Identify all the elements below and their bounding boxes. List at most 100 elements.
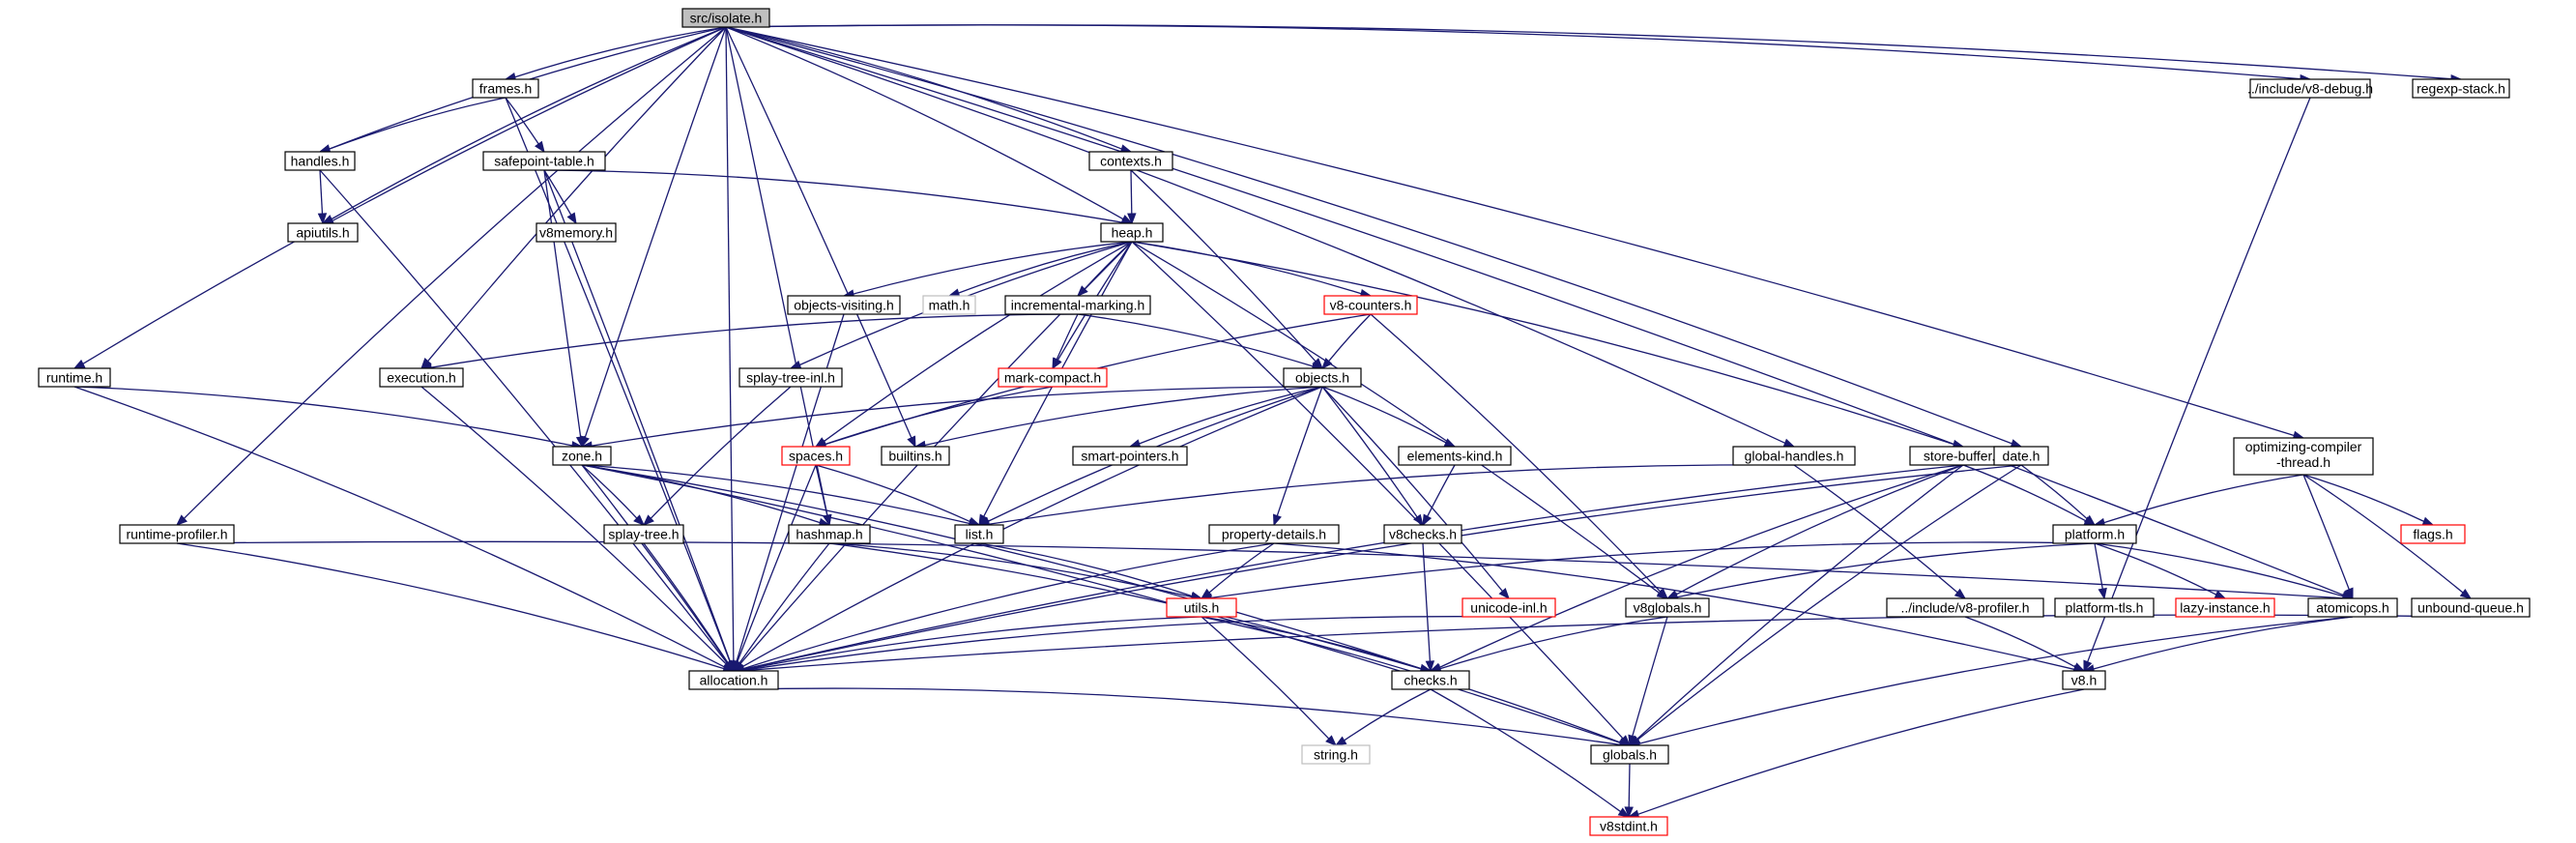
node-v8debug[interactable]: ../include/v8-debug.h (2247, 78, 2373, 99)
edge-line (725, 26, 2012, 445)
node-globals[interactable]: globals.h (1590, 744, 1669, 765)
node-box (2233, 437, 2374, 476)
node-objects[interactable]: objects.h (1283, 367, 1362, 388)
node-markcompact[interactable]: mark-compact.h (998, 367, 1108, 388)
edge-line (828, 542, 1422, 670)
node-contexts[interactable]: contexts.h (1088, 151, 1173, 171)
edge-line (1439, 464, 1964, 668)
node-platform[interactable]: platform.h (2052, 524, 2137, 544)
node-regexpstack[interactable]: regexp-stack.h (2412, 78, 2510, 99)
node-globalhandles[interactable]: global-handles.h (1732, 446, 1856, 466)
node-box (552, 446, 612, 466)
node-v8h[interactable]: v8.h (2062, 670, 2106, 690)
node-smartpointers[interactable]: smart-pointers.h (1072, 446, 1188, 466)
node-v8counters[interactable]: v8-counters.h (1323, 295, 1418, 315)
node-v8profiler[interactable]: ../include/v8-profiler.h (1886, 597, 2044, 618)
node-unboundqueue[interactable]: unbound-queue.h (2411, 597, 2531, 618)
node-splaytree[interactable]: splay-tree.h (603, 524, 684, 544)
node-v8stdint[interactable]: v8stdint.h (1589, 816, 1668, 836)
edge-platform-to-platformtls (2094, 542, 2107, 600)
edge-line (725, 26, 2295, 437)
node-handles[interactable]: handles.h (284, 151, 356, 171)
node-label: objects-visiting.h (794, 298, 894, 313)
arrowhead (2421, 516, 2435, 526)
node-objectsvisiting[interactable]: objects-visiting.h (787, 295, 901, 315)
node-string[interactable]: string.h (1301, 744, 1371, 765)
edge-objectsvisiting-to-allocation (732, 313, 845, 673)
node-box (954, 524, 1004, 544)
edge-optcompiler-to-atomicops (2302, 474, 2354, 600)
arrowhead (575, 435, 586, 449)
node-label: globals.h (1603, 747, 1657, 763)
node-v8checks[interactable]: v8checks.h (1383, 524, 1462, 544)
edge-v8counters-to-v8globals (1370, 313, 1668, 599)
node-frames[interactable]: frames.h (472, 78, 539, 99)
edge-line (427, 26, 727, 362)
node-list[interactable]: list.h (954, 524, 1004, 544)
edge-line (543, 169, 572, 216)
node-box (1383, 524, 1462, 544)
edge-line (514, 26, 727, 78)
arrowhead (2083, 659, 2093, 673)
node-allocation[interactable]: allocation.h (688, 670, 779, 690)
edge-contexts-to-heap (1127, 169, 1137, 225)
arrowhead (2344, 587, 2354, 600)
node-runtime[interactable]: runtime.h (38, 367, 111, 388)
node-box (2062, 670, 2106, 690)
node-heap[interactable]: heap.h (1100, 222, 1164, 243)
node-isolate[interactable]: src/isolate.h (681, 8, 770, 28)
node-checks[interactable]: checks.h (1391, 670, 1470, 690)
edge-line (1321, 386, 1447, 444)
node-utils[interactable]: utils.h (1166, 597, 1237, 618)
node-hashmap[interactable]: hashmap.h (788, 524, 871, 544)
node-math[interactable]: math.h (922, 295, 976, 315)
node-apiutils[interactable]: apiutils.h (287, 222, 359, 243)
node-atomicops[interactable]: atomicops.h (2307, 597, 2398, 618)
edge-line (183, 26, 727, 519)
node-builtins[interactable]: builtins.h (881, 446, 950, 466)
node-execution[interactable]: execution.h (379, 367, 464, 388)
node-lazyinstance[interactable]: lazy-instance.h (2175, 597, 2275, 618)
node-incmarking[interactable]: incremental-marking.h (1004, 295, 1151, 315)
node-label: flags.h (2413, 527, 2452, 542)
node-box (1462, 597, 1556, 618)
node-optcompiler[interactable]: optimizing-compiler-thread.h (2233, 437, 2374, 476)
node-splaytreeinl[interactable]: splay-tree-inl.h (738, 367, 843, 388)
edge-handles-to-apiutils (317, 169, 328, 225)
edge-isolate-to-date (725, 26, 2023, 449)
node-v8memory[interactable]: v8memory.h (535, 222, 617, 243)
edge-line (1344, 688, 1432, 741)
node-box (1100, 222, 1164, 243)
edge-line (742, 464, 2022, 671)
node-box (2411, 597, 2531, 618)
node-label: src/isolate.h (690, 11, 763, 26)
node-propdetails[interactable]: property-details.h (1208, 524, 1340, 544)
node-flags[interactable]: flags.h (2400, 524, 2466, 544)
node-spaces[interactable]: spaces.h (781, 446, 851, 466)
node-runtimeprofiler[interactable]: runtime-profiler.h (119, 524, 235, 544)
edge-line (1422, 542, 1432, 662)
edge-objects-to-builtins (913, 386, 1323, 451)
node-box (688, 670, 779, 690)
edge-zone-to-hashmap (581, 464, 831, 528)
node-label: splay-tree-inl.h (746, 370, 835, 386)
arrowhead (2459, 588, 2473, 599)
edge-line (1321, 386, 1418, 518)
edge-line (828, 542, 1193, 598)
node-zone[interactable]: zone.h (552, 446, 612, 466)
node-v8globals[interactable]: v8globals.h (1625, 597, 1710, 618)
node-date[interactable]: date.h (1993, 446, 2049, 466)
edge-safepoint-to-heap (543, 169, 1134, 227)
node-label: heap.h (1112, 225, 1153, 241)
node-unicodeinl[interactable]: unicode-inl.h (1462, 597, 1556, 618)
node-box (1732, 446, 1856, 466)
arrowhead (1617, 807, 1631, 818)
node-elementskind[interactable]: elements-kind.h (1398, 446, 1512, 466)
node-safepoint[interactable]: safepoint-table.h (482, 151, 606, 171)
edge-line (742, 464, 1964, 670)
node-box (2249, 78, 2371, 99)
edge-line (1370, 313, 1662, 593)
node-platformtls[interactable]: platform-tls.h (2054, 597, 2155, 618)
node-box (1072, 446, 1188, 466)
